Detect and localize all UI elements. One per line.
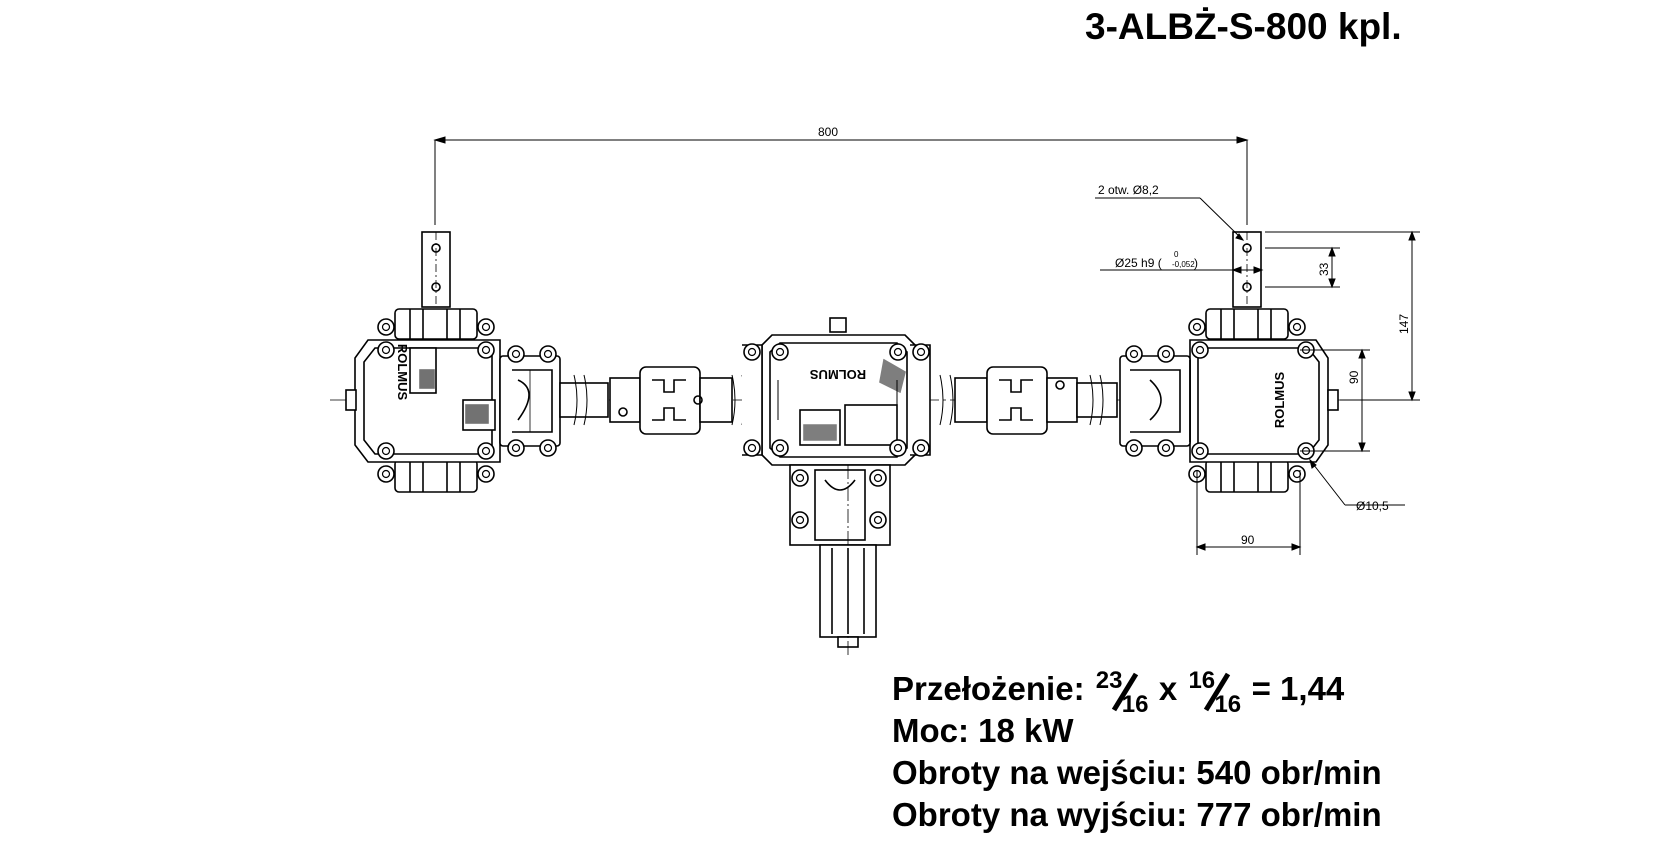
dimension-90-horizontal-label: 90 xyxy=(1241,533,1255,547)
ratio2-denominator: 16 xyxy=(1214,691,1242,718)
ratio-row: Przełożenie: 23 16 x 16 16 = 1,44 xyxy=(892,667,1382,718)
fraction-slash-2 xyxy=(1204,672,1231,712)
right-coupling xyxy=(939,366,1118,435)
center-gearbox xyxy=(742,317,931,655)
shaft-diameter-label: Ø25 h9 ( xyxy=(1115,256,1162,270)
output-speed-row: Obroty na wyjściu: 777 obr/min xyxy=(892,796,1382,833)
right-dimensions xyxy=(1095,197,1420,555)
left-coupling xyxy=(559,366,746,435)
drawing-title: 3-ALBŻ-S-800 kpl. xyxy=(1085,6,1402,47)
bore-diameter-label: Ø10,5 xyxy=(1356,499,1389,513)
center-brand-logo: ROLMUS xyxy=(810,367,867,382)
right-brand-logo: ROLMUS xyxy=(1272,372,1287,429)
ratio-label: Przełożenie: xyxy=(892,670,1085,707)
ratio-fraction-1: 23 16 xyxy=(1096,667,1149,718)
ratio-result: = 1,44 xyxy=(1251,670,1345,707)
left-gearbox xyxy=(345,231,561,493)
shaft-tol-close: ) xyxy=(1194,256,1198,270)
fraction-slash-1 xyxy=(1111,672,1138,712)
ratio1-denominator: 16 xyxy=(1121,691,1149,718)
specs-block: Przełożenie: 23 16 x 16 16 = 1,44 Moc: 1… xyxy=(892,667,1382,836)
dimension-90-vertical-label: 90 xyxy=(1347,370,1361,384)
shaft-tol-upper: 0 xyxy=(1174,250,1179,259)
left-brand-logo: ROLMUS xyxy=(395,344,410,401)
dimension-800 xyxy=(433,136,1249,225)
ratio-fraction-2: 16 16 xyxy=(1188,667,1241,718)
dimension-800-label: 800 xyxy=(818,125,838,139)
ratio2-numerator: 16 xyxy=(1188,667,1216,694)
holes-label: 2 otw. Ø8,2 xyxy=(1098,183,1159,197)
input-speed-row: Obroty na wejściu: 540 obr/min xyxy=(892,754,1382,791)
shaft-tol-lower: -0,052 xyxy=(1172,260,1195,269)
dimension-147-label: 147 xyxy=(1397,314,1411,334)
power-row: Moc: 18 kW xyxy=(892,712,1074,749)
dimension-33-label: 33 xyxy=(1317,262,1331,276)
ratio-times: x xyxy=(1158,670,1178,707)
ratio1-numerator: 23 xyxy=(1095,667,1123,694)
